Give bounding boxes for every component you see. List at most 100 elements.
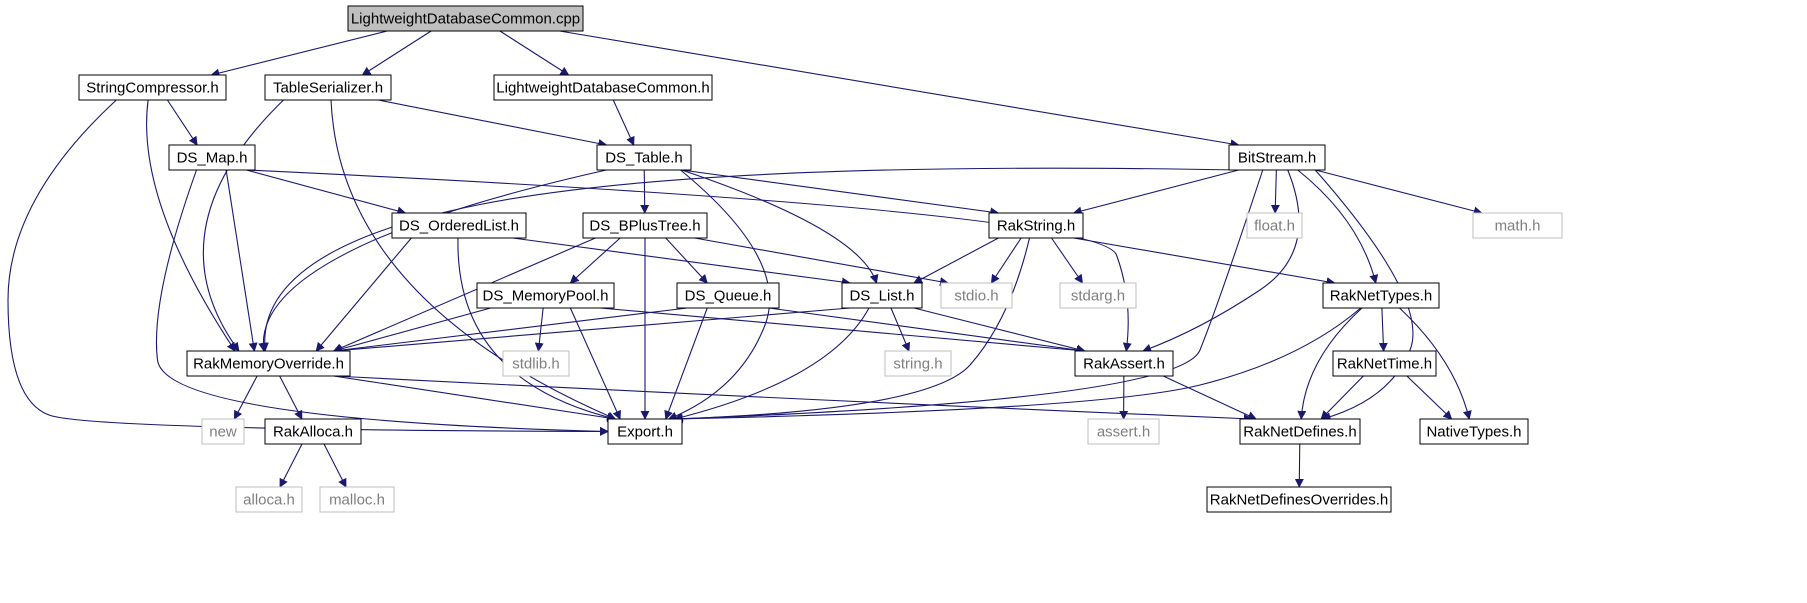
edge-dslist-to-export — [673, 307, 870, 422]
node-box — [988, 212, 1084, 239]
edge-raknettypes-to-export — [673, 307, 1362, 424]
node-raknetdefines[interactable]: RakNetDefines.h — [1239, 418, 1361, 445]
edge-dsmap-to-export — [155, 169, 609, 436]
node-rakstring[interactable]: RakString.h — [988, 212, 1084, 239]
node-rakmem[interactable]: RakMemoryOverride.h — [186, 350, 351, 377]
node-dsqueue[interactable]: DS_Queue.h — [676, 282, 780, 309]
node-export[interactable]: Export.h — [607, 418, 683, 445]
node-ldbc_h[interactable]: LightweightDatabaseCommon.h — [493, 74, 713, 101]
node-label: stdlib.h — [512, 356, 560, 373]
node-label: new — [209, 424, 237, 441]
node-label: RakAssert.h — [1083, 356, 1165, 373]
node-box — [476, 282, 615, 309]
edge-strcomp-to-export — [7, 99, 609, 436]
edge-tableser-to-dstable — [378, 99, 608, 148]
node-string: string.h — [884, 350, 952, 377]
node-malloc: malloc.h — [319, 486, 395, 513]
edge-dsqueue-to-rakmem — [332, 307, 688, 355]
edge-strcomp-to-dsmap — [166, 99, 198, 146]
node-box — [1419, 418, 1529, 445]
edge-dsmempool-to-export — [569, 307, 621, 420]
node-strcomp[interactable]: StringCompressor.h — [78, 74, 227, 101]
node-rakassert[interactable]: RakAssert.h — [1074, 350, 1174, 377]
edge-root-to-bitstream — [559, 30, 1240, 149]
node-stdio: stdio.h — [940, 282, 1013, 309]
node-box — [502, 350, 570, 377]
node-rakalloca[interactable]: RakAlloca.h — [264, 418, 362, 445]
edge-tableser-to-export — [330, 99, 617, 420]
node-box — [1206, 486, 1392, 513]
edge-dsordered-to-export — [457, 237, 617, 422]
node-label: RakNetDefines.h — [1243, 424, 1356, 441]
node-label: DS_List.h — [849, 288, 914, 305]
node-raknettypes[interactable]: RakNetTypes.h — [1322, 282, 1440, 309]
edge-bitstream-to-raknettypes — [1297, 169, 1379, 284]
edge-raknettime-to-raknetdefines — [1320, 375, 1364, 420]
edge-raknettime-to-nativetypes — [1406, 375, 1453, 420]
edge-rakstring-to-dslist — [913, 237, 999, 284]
edge-dsmap-to-rakassert — [246, 169, 1132, 352]
node-label: alloca.h — [243, 492, 295, 509]
edge-rakstring-to-export — [673, 237, 1031, 424]
edge-dsmempool-to-rakmem — [332, 307, 491, 354]
node-dsbplus[interactable]: DS_BPlusTree.h — [582, 212, 708, 239]
node-box — [347, 5, 584, 32]
edge-dsbplus-to-dsqueue — [665, 237, 708, 284]
node-tableser[interactable]: TableSerializer.h — [264, 74, 392, 101]
node-label: DS_BPlusTree.h — [589, 218, 700, 235]
node-label: DS_Queue.h — [685, 288, 772, 305]
edge-dstable-to-dsbplus — [640, 169, 650, 214]
node-dsmap[interactable]: DS_Map.h — [168, 144, 256, 171]
edge-rakassert-to-raknetdefines — [1162, 375, 1257, 420]
node-box — [186, 350, 351, 377]
edge-dsmap-to-dsordered — [246, 169, 407, 216]
node-label: RakAlloca.h — [273, 424, 353, 441]
node-math: math.h — [1472, 212, 1563, 239]
edge-bitstream-to-raknetdefines — [1314, 169, 1414, 422]
node-dsordered[interactable]: DS_OrderedList.h — [391, 212, 527, 239]
edge-dsbplus-to-stdio — [694, 237, 949, 287]
node-label: float.h — [1254, 218, 1295, 235]
node-bitstream[interactable]: BitStream.h — [1228, 144, 1326, 171]
node-label: RakNetTime.h — [1337, 356, 1432, 373]
edge-bitstream-to-rakmem — [259, 167, 1239, 352]
node-new: new — [201, 418, 245, 445]
node-box — [607, 418, 683, 445]
edge-tableser-to-rakmem — [202, 99, 284, 352]
node-box — [884, 350, 952, 377]
edge-dstable-to-dslist — [681, 169, 879, 284]
node-box — [1332, 350, 1437, 377]
node-root[interactable]: LightweightDatabaseCommon.cpp — [347, 5, 584, 32]
node-box — [841, 282, 923, 309]
edge-bitstream-to-math — [1315, 169, 1483, 216]
edge-rakstring-to-raknettypes — [1073, 237, 1336, 287]
node-label: LightweightDatabaseCommon.h — [496, 80, 709, 97]
node-box — [940, 282, 1013, 309]
node-assert: assert.h — [1087, 418, 1160, 445]
edge-dslist-to-rakmem — [332, 307, 851, 355]
node-raknettime[interactable]: RakNetTime.h — [1332, 350, 1437, 377]
node-label: math.h — [1495, 218, 1541, 235]
node-label: RakNetTypes.h — [1330, 288, 1433, 305]
edge-raknetdefines-to-raknetdefover — [1294, 443, 1304, 488]
node-raknetdefover[interactable]: RakNetDefinesOverrides.h — [1206, 486, 1392, 513]
edge-dsqueue-to-rakassert — [768, 307, 1086, 355]
edge-bitstream-to-rakstring — [1072, 169, 1239, 216]
node-label: LightweightDatabaseCommon.cpp — [351, 11, 580, 28]
edge-dstable-to-rakstring — [681, 169, 1000, 217]
node-label: malloc.h — [329, 492, 385, 509]
node-label: DS_Map.h — [177, 150, 248, 167]
edge-dsbplus-to-dsmempool — [569, 237, 621, 284]
edge-strcomp-to-rakmem — [146, 99, 236, 352]
node-dsmempool[interactable]: DS_MemoryPool.h — [476, 282, 615, 309]
node-box — [493, 74, 713, 101]
node-dstable[interactable]: DS_Table.h — [596, 144, 692, 171]
node-box — [1322, 282, 1440, 309]
node-nativetypes[interactable]: NativeTypes.h — [1419, 418, 1529, 445]
node-float: float.h — [1246, 212, 1303, 239]
edge-root-to-tableser — [361, 30, 432, 76]
node-dslist[interactable]: DS_List.h — [841, 282, 923, 309]
edge-bitstream-to-float — [1270, 169, 1280, 214]
node-label: Export.h — [617, 424, 673, 441]
